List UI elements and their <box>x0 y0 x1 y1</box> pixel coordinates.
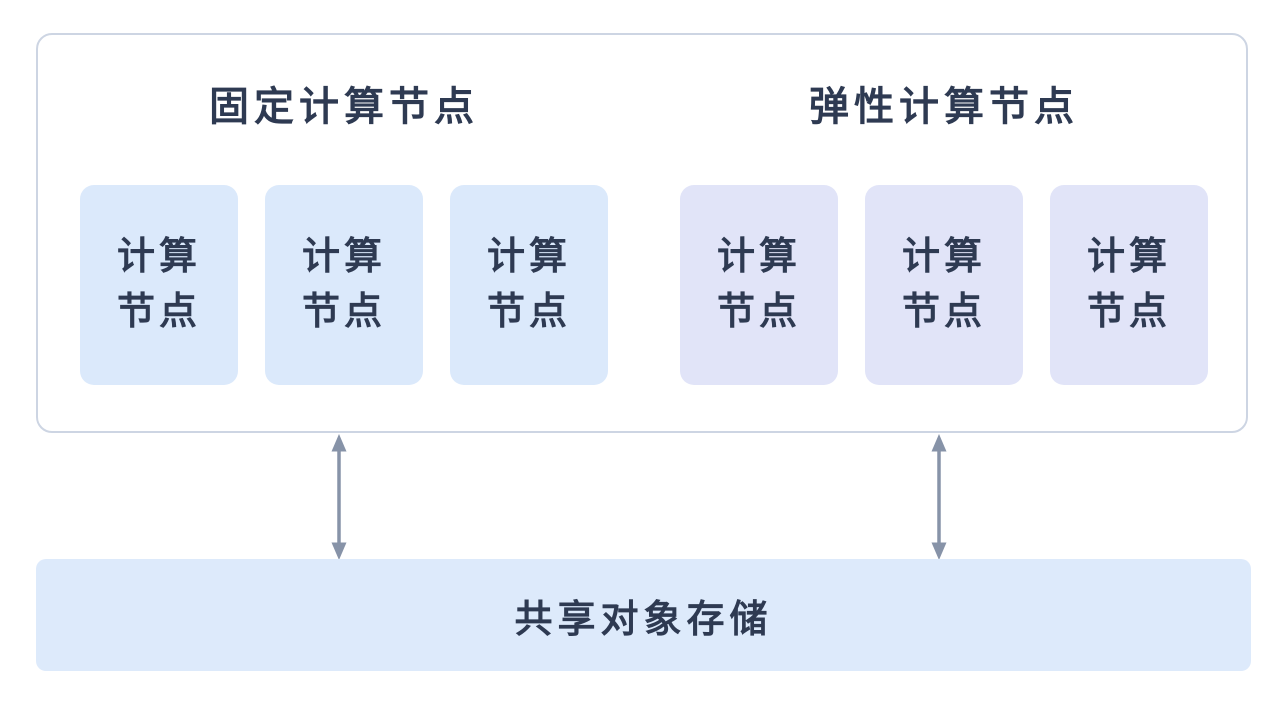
compute-node-box: 计算 节点 <box>680 185 838 385</box>
compute-node-label: 计算 节点 <box>486 236 571 333</box>
fixed-group-title: 固定计算节点 <box>209 85 479 129</box>
compute-node-label: 计算 节点 <box>901 236 986 333</box>
compute-node-label: 计算 节点 <box>1086 236 1171 333</box>
bidirectional-arrow-right-icon <box>931 434 947 560</box>
compute-node-label: 计算 节点 <box>116 236 201 333</box>
elastic-node-row: 计算 节点 计算 节点 计算 节点 <box>680 185 1208 385</box>
compute-node-box: 计算 节点 <box>865 185 1023 385</box>
compute-node-box: 计算 节点 <box>80 185 238 385</box>
elastic-compute-group: 弹性计算节点 计算 节点 计算 节点 计算 节点 <box>680 35 1208 433</box>
elastic-group-title: 弹性计算节点 <box>809 85 1079 129</box>
fixed-node-row: 计算 节点 计算 节点 计算 节点 <box>80 185 608 385</box>
compute-node-label: 计算 节点 <box>716 236 801 333</box>
fixed-compute-group: 固定计算节点 计算 节点 计算 节点 计算 节点 <box>80 35 608 433</box>
compute-node-label: 计算 节点 <box>301 236 386 333</box>
compute-node-box: 计算 节点 <box>1050 185 1208 385</box>
compute-node-box: 计算 节点 <box>450 185 608 385</box>
bidirectional-arrow-left-icon <box>331 434 347 560</box>
compute-node-box: 计算 节点 <box>265 185 423 385</box>
compute-cluster-container: 固定计算节点 计算 节点 计算 节点 计算 节点 弹性计算节点 计算 节点 <box>36 33 1248 433</box>
shared-storage-bar: 共享对象存储 <box>36 559 1251 671</box>
shared-storage-label: 共享对象存储 <box>514 598 773 641</box>
